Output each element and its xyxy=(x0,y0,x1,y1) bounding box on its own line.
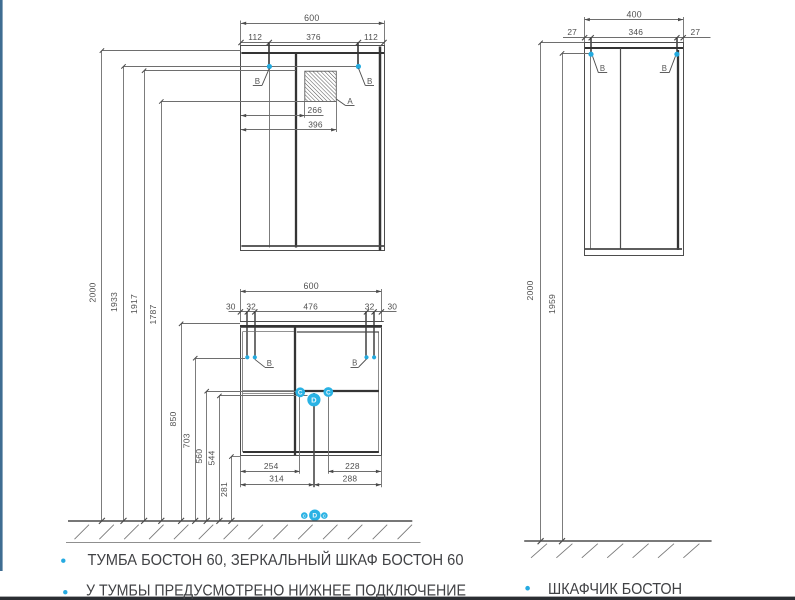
svg-text:346: 346 xyxy=(629,27,644,37)
svg-text:396: 396 xyxy=(308,119,323,129)
svg-text:ШКАФЧИК БОСТОН: ШКАФЧИК БОСТОН xyxy=(548,581,682,598)
svg-text:27: 27 xyxy=(567,27,577,37)
svg-text:560: 560 xyxy=(194,449,204,464)
svg-text:476: 476 xyxy=(303,301,318,311)
svg-text:112: 112 xyxy=(364,32,378,42)
svg-text:2000: 2000 xyxy=(87,283,97,303)
svg-text:288: 288 xyxy=(343,474,358,484)
svg-text:B: B xyxy=(662,64,667,73)
svg-text:400: 400 xyxy=(627,9,642,19)
svg-text:281: 281 xyxy=(219,482,229,497)
svg-text:314: 314 xyxy=(269,474,284,484)
svg-text:B: B xyxy=(267,359,272,368)
svg-text:1959: 1959 xyxy=(547,294,557,314)
svg-text:B: B xyxy=(352,358,357,367)
svg-text:600: 600 xyxy=(304,281,319,291)
svg-text:1933: 1933 xyxy=(109,292,119,312)
svg-text:850: 850 xyxy=(168,412,178,427)
svg-text:B: B xyxy=(600,64,605,73)
svg-text:112: 112 xyxy=(248,32,262,42)
svg-text:30: 30 xyxy=(226,301,236,311)
svg-text:27: 27 xyxy=(691,27,701,37)
svg-text:703: 703 xyxy=(181,433,191,448)
svg-text:C: C xyxy=(303,513,307,518)
svg-text:D: D xyxy=(312,513,317,520)
svg-text:C: C xyxy=(323,513,327,518)
svg-text:C: C xyxy=(326,389,331,396)
svg-text:B: B xyxy=(255,77,261,86)
svg-text:30: 30 xyxy=(387,301,397,311)
svg-text:У ТУМБЫ ПРЕДУСМОТРЕНО НИЖНЕЕ П: У ТУМБЫ ПРЕДУСМОТРЕНО НИЖНЕЕ ПОДКЛЮЧЕНИЕ xyxy=(86,582,466,599)
svg-text:600: 600 xyxy=(304,13,319,23)
svg-text:B: B xyxy=(367,77,373,86)
svg-text:32: 32 xyxy=(246,301,256,311)
svg-text:32: 32 xyxy=(365,301,375,311)
svg-text:A: A xyxy=(347,97,353,106)
svg-text:228: 228 xyxy=(345,461,360,471)
svg-text:254: 254 xyxy=(264,461,279,471)
svg-text:ТУМБА БОСТОН 60, ЗЕРКАЛЬНЫЙ ШК: ТУМБА БОСТОН 60, ЗЕРКАЛЬНЫЙ ШКАФ БОСТОН … xyxy=(88,550,464,569)
svg-text:376: 376 xyxy=(306,32,321,42)
svg-text:544: 544 xyxy=(207,451,217,466)
svg-text:D: D xyxy=(311,396,317,405)
svg-text:266: 266 xyxy=(308,105,323,115)
svg-text:1787: 1787 xyxy=(148,305,158,325)
svg-text:1917: 1917 xyxy=(129,294,139,314)
svg-text:2000: 2000 xyxy=(525,281,535,301)
svg-text:C: C xyxy=(298,390,303,397)
